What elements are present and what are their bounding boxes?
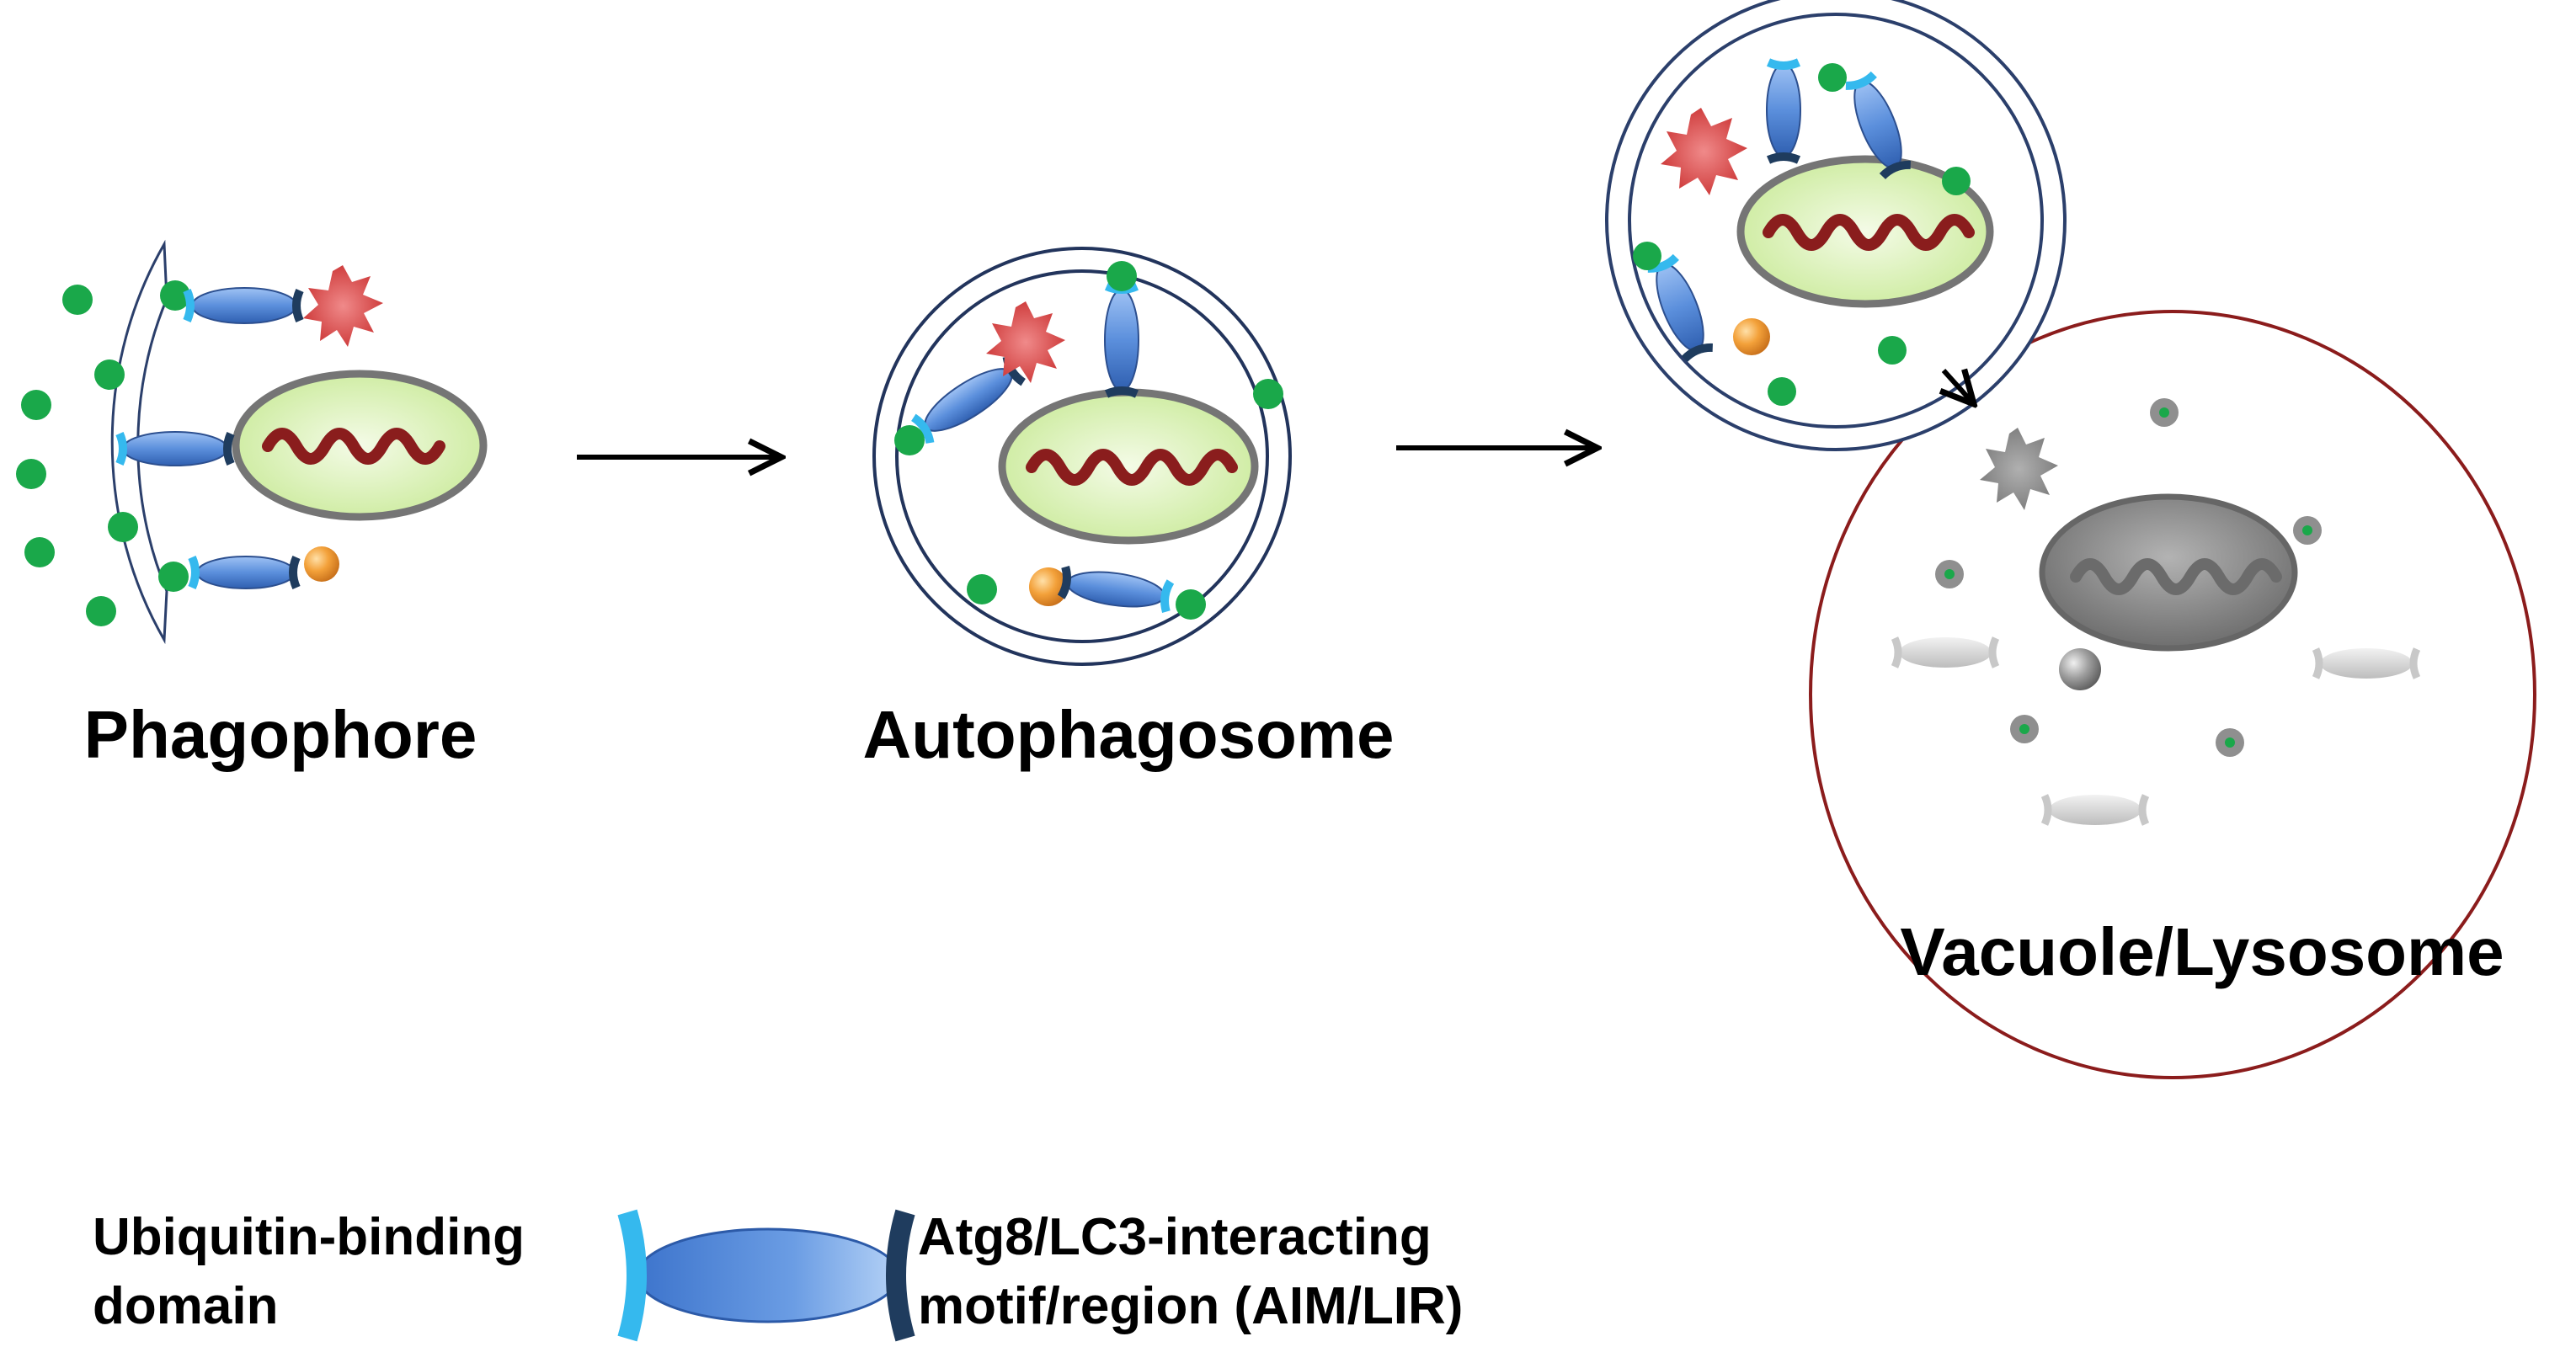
legend-aim-line1: Atg8/LC3-interacting <box>918 1208 1432 1266</box>
cargo-protein-aggregate <box>986 301 1065 383</box>
legend-aim-line2: motif/region (AIM/LIR) <box>918 1277 1463 1335</box>
atg8-dot <box>1768 377 1796 406</box>
legend-ubiquitin-line2: domain <box>93 1277 278 1335</box>
atg8-dot <box>1818 63 1847 92</box>
mitochondrion <box>232 370 488 521</box>
vacuole-membrane <box>1809 310 2536 1079</box>
atg8-dot <box>16 459 46 489</box>
receptor-protein <box>1057 566 1175 613</box>
legend-receptor-icon <box>617 1209 915 1342</box>
phagophore-group: Phagophore <box>16 239 488 772</box>
atg8-dot <box>24 537 55 567</box>
atg8-dot <box>1107 261 1137 291</box>
degraded-atg8 <box>2293 516 2322 545</box>
degraded-mitochondrion <box>2039 493 2298 652</box>
stage-label-phagophore: Phagophore <box>84 697 477 772</box>
cargo-protein-aggregate <box>1661 108 1747 195</box>
mitochondrion <box>998 388 1259 545</box>
atg8-dot <box>62 285 93 315</box>
atg8-dot <box>1253 379 1283 409</box>
atg8-dot <box>158 562 189 592</box>
receptor-protein <box>1104 282 1139 398</box>
atg8-dot <box>108 512 138 542</box>
fusion-arrow <box>1944 370 1974 404</box>
legend-ubiquitin-line1: Ubiquitin-binding <box>93 1208 525 1266</box>
atg8-dot <box>894 425 925 455</box>
degraded-atg8 <box>2150 398 2179 427</box>
receptor-protein <box>115 431 235 466</box>
atg8-dot <box>967 574 997 604</box>
degraded-receptor <box>2312 647 2421 679</box>
receptor-protein <box>183 287 304 324</box>
cargo-sphere <box>304 546 339 582</box>
atg8-dot <box>160 280 190 311</box>
cargo-protein-aggregate <box>303 265 383 347</box>
degraded-atg8 <box>1935 560 1964 588</box>
legend: Ubiquitin-binding domain Atg8/LC3-intera… <box>93 1208 1463 1342</box>
cargo-sphere <box>1029 567 1068 606</box>
degraded-receptor <box>1891 636 2000 668</box>
stage-label-vacuole: Vacuole/Lysosome <box>1900 914 2504 989</box>
atg8-dot <box>1633 242 1661 270</box>
atg8-dot <box>21 390 51 420</box>
cargo-sphere <box>1733 318 1770 355</box>
degraded-receptor <box>2040 794 2150 826</box>
stage-label-autophagosome: Autophagosome <box>862 697 1394 772</box>
atg8-dot <box>1176 589 1206 620</box>
receptor-protein <box>1845 71 1911 180</box>
autophagosome-group: Autophagosome <box>862 247 1395 772</box>
degraded-atg8 <box>2216 728 2244 757</box>
receptor-protein <box>1766 58 1801 164</box>
vacuole-group: Vacuole/Lysosome <box>1605 0 2536 1079</box>
degraded-aggregate <box>1980 428 2058 510</box>
mitochondrion <box>1736 155 1994 308</box>
receptor-protein <box>188 555 301 590</box>
atg8-dot <box>86 596 116 626</box>
atg8-dot <box>1878 336 1907 365</box>
atg8-dot <box>1942 167 1971 195</box>
atg8-dot <box>94 359 125 390</box>
degraded-atg8 <box>2010 715 2039 743</box>
degraded-sphere <box>2059 648 2101 690</box>
